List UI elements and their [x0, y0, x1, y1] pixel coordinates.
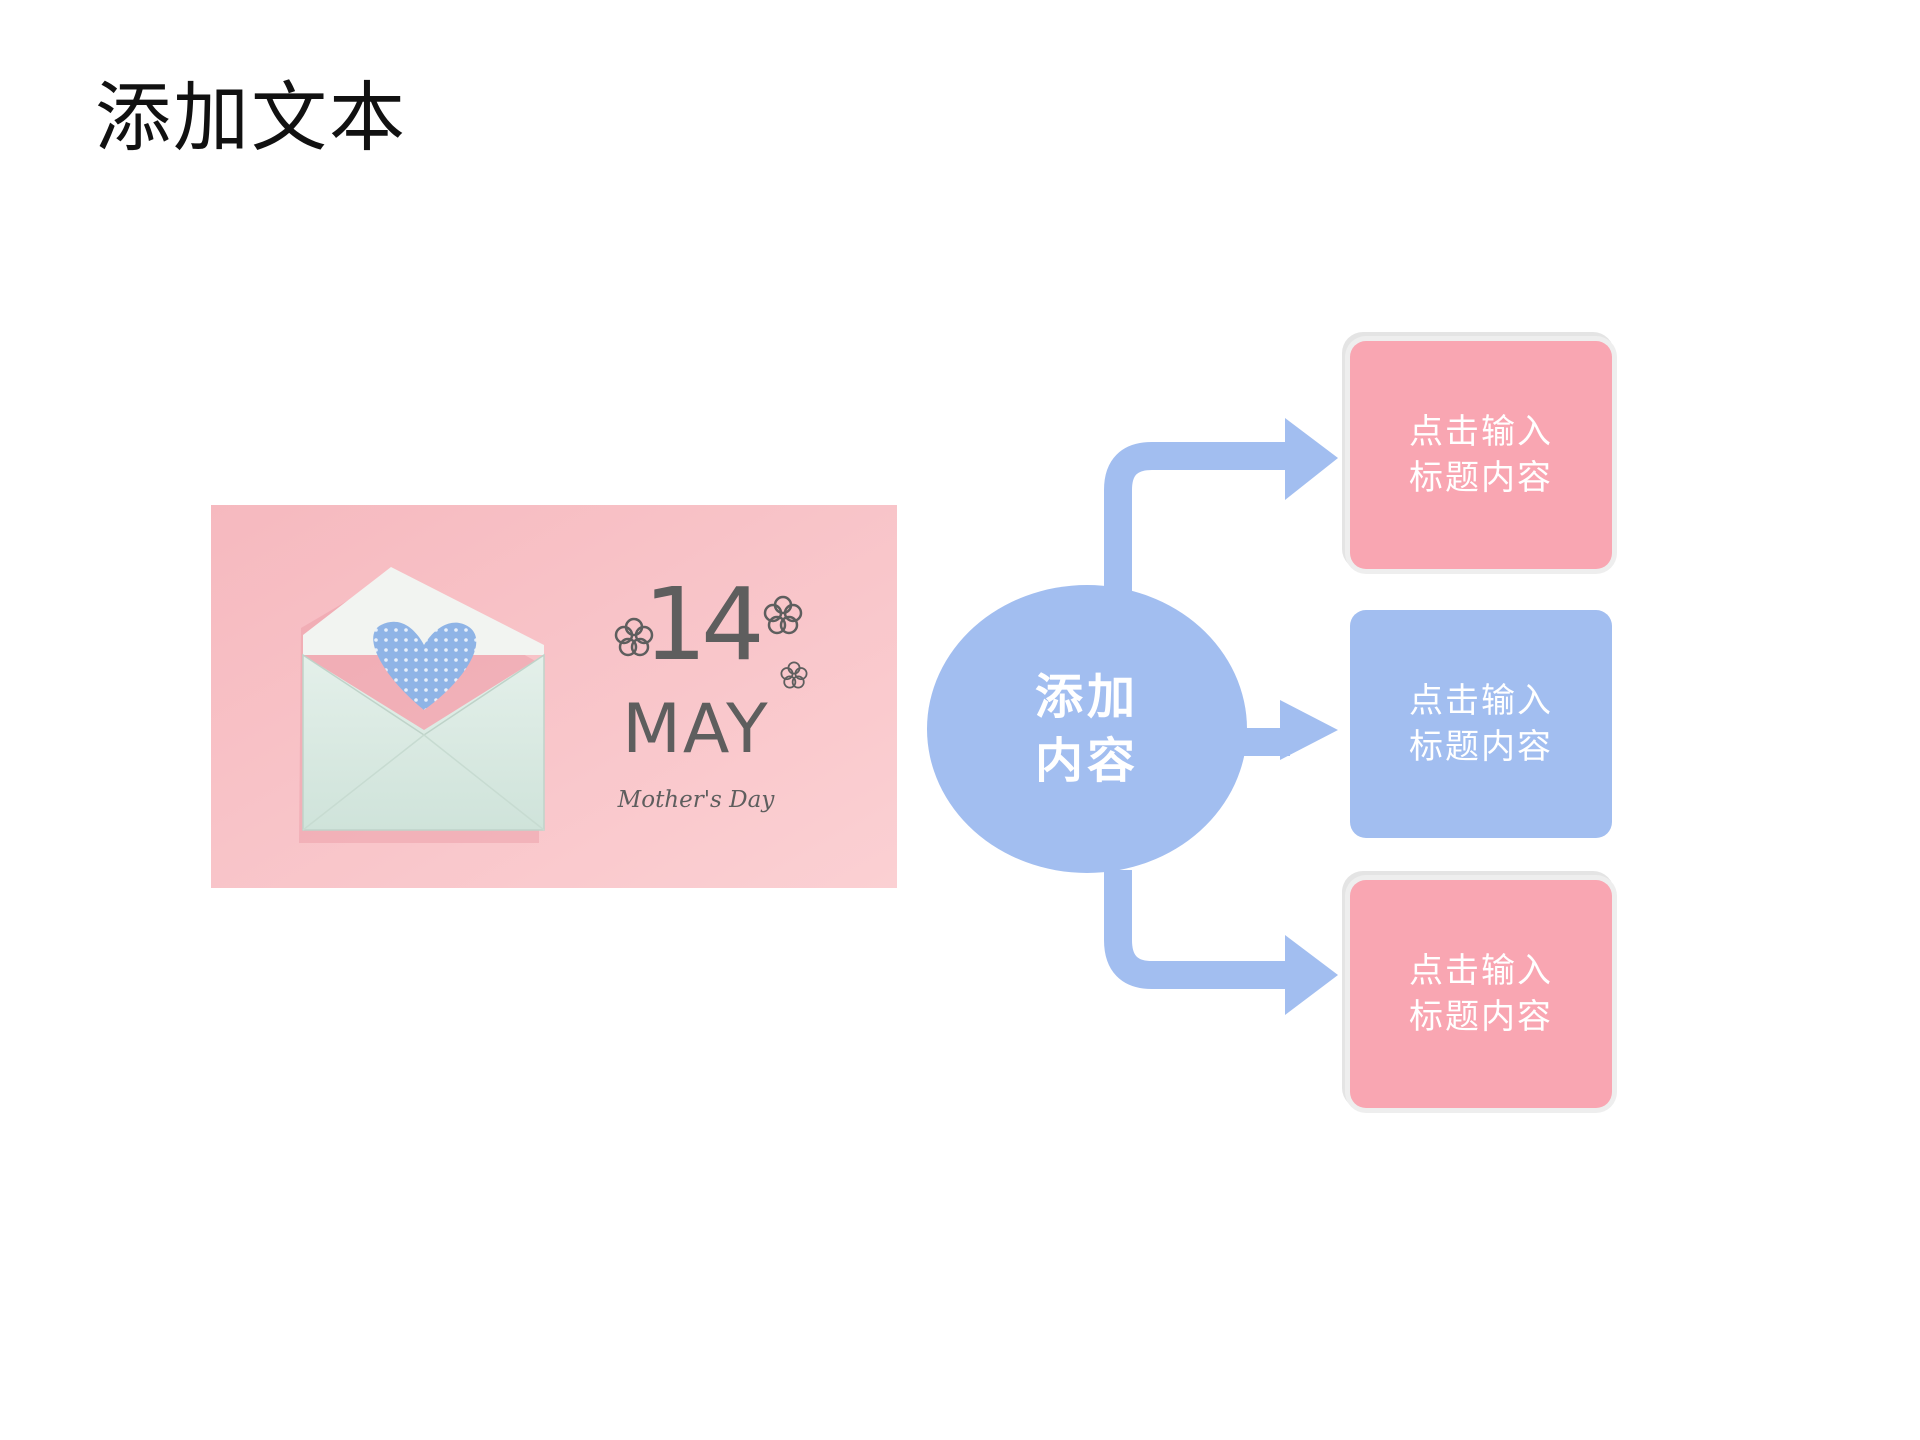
photo-day: 14	[643, 566, 764, 683]
box-3-line-1: 点击输入	[1409, 951, 1553, 991]
box-3-line-2: 标题内容	[1409, 997, 1553, 1037]
page-title: 添加文本	[95, 73, 407, 162]
heart-icon	[373, 621, 477, 710]
arrowhead-middle	[1280, 700, 1338, 760]
photo-caption: Mother's Day	[617, 787, 775, 813]
connector-top	[1104, 442, 1295, 600]
hub-label-line-1: 添加	[1034, 669, 1139, 725]
envelope-flap	[303, 567, 544, 655]
box-1-line-1: 点击输入	[1409, 412, 1553, 452]
photo-illustration	[211, 505, 897, 888]
mothers-day-photo: 14 MAY Mother's Day	[211, 505, 897, 888]
title-box-1: 点击输入 标题内容	[1350, 341, 1612, 569]
connector-bottom	[1104, 870, 1295, 989]
title-box-3: 点击输入 标题内容	[1350, 880, 1612, 1108]
arrowhead-bottom	[1285, 935, 1338, 1015]
arrowhead-top	[1285, 418, 1338, 500]
box-2-line-1: 点击输入	[1409, 681, 1553, 721]
envelope-body	[303, 655, 544, 830]
hub-circle: 添加 内容	[927, 585, 1247, 873]
title-box-2: 点击输入 标题内容	[1350, 610, 1612, 838]
hub-label-line-2: 内容	[1034, 733, 1139, 789]
box-2-line-2: 标题内容	[1409, 727, 1553, 767]
photo-month: MAY	[622, 690, 770, 769]
box-1-line-2: 标题内容	[1409, 458, 1553, 498]
flower-icon	[614, 595, 808, 689]
